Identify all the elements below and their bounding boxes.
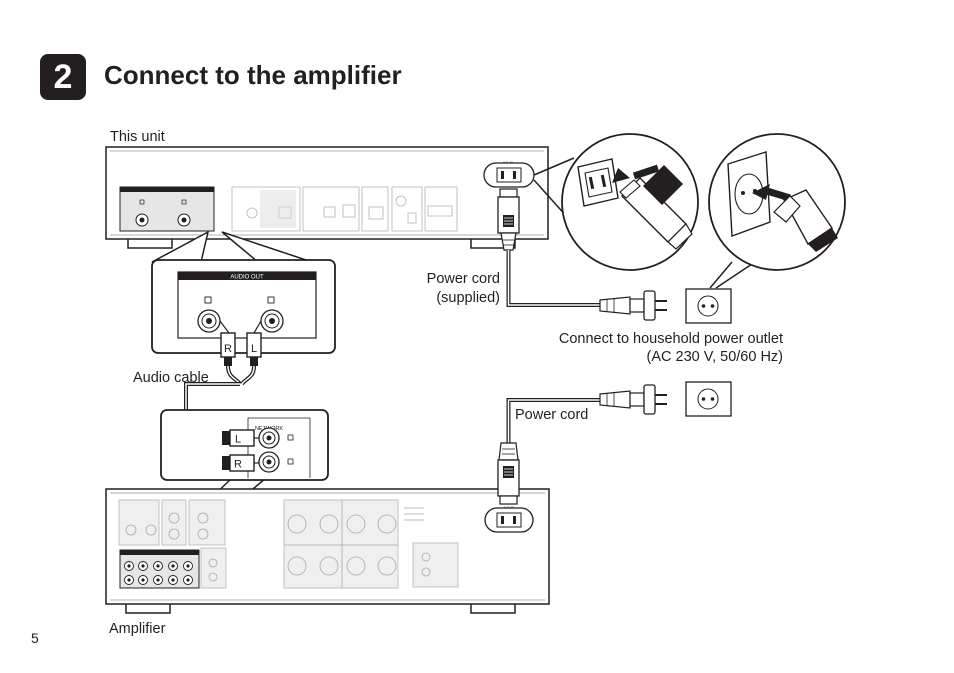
- plug-r-label: R: [224, 343, 232, 355]
- power-cord-supplied: [497, 188, 667, 321]
- power-cord-supplied-label-line1: Power cord: [426, 271, 500, 287]
- amplifier-label: Amplifier: [109, 621, 166, 637]
- this-unit-label: This unit: [110, 129, 165, 145]
- power-outlet-2: [685, 381, 732, 417]
- power-cord-label: Power cord: [515, 407, 589, 423]
- page-number: 5: [31, 630, 39, 646]
- amplifier-rear-panel: AC IN: [105, 488, 550, 614]
- outlet-detail-callout: [708, 133, 846, 289]
- power-outlet-1: [685, 288, 732, 324]
- power-cord-supplied-label-line2: (supplied): [436, 290, 500, 306]
- audio-out-zoom-callout: AUDIO OUT R L: [151, 230, 336, 366]
- outlet-instruction-line2: (AC 230 V, 50/60 Hz): [646, 349, 783, 365]
- power-cord-amplifier: [497, 384, 667, 505]
- amp-plug-r-label: R: [234, 459, 242, 471]
- page-title: Connect to the amplifier: [104, 60, 402, 90]
- outlet-instruction-line1: Connect to household power outlet: [558, 331, 783, 347]
- plug-l-label: L: [251, 343, 257, 355]
- step-number-badge: 2: [40, 54, 86, 100]
- audio-cable-label: Audio cable: [133, 370, 209, 386]
- inlet-detail-callout: [533, 133, 699, 271]
- amp-plug-l-label: L: [235, 434, 241, 446]
- audio-out-label: AUDIO OUT: [230, 275, 264, 281]
- this-unit-rear-panel: AC IN: [105, 146, 549, 249]
